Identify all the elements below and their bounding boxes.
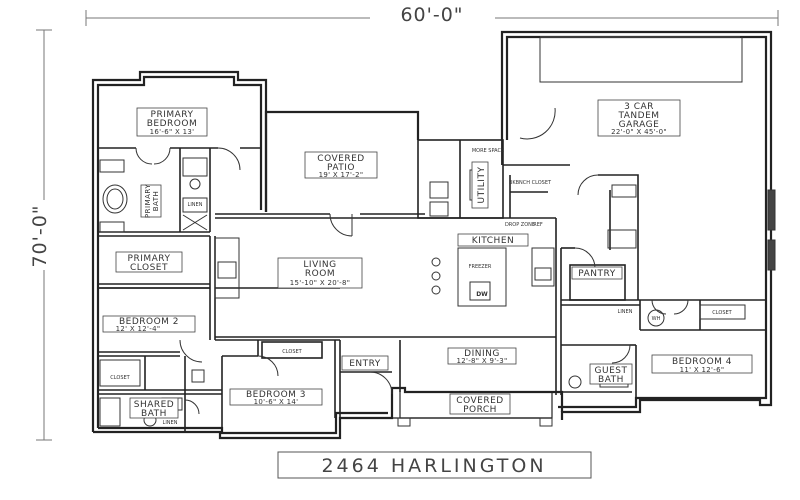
shared-bath-name-2: BATH bbox=[141, 409, 167, 419]
exterior-walls bbox=[91, 30, 773, 440]
garage-size: 22'-0" X 45'-0" bbox=[611, 128, 667, 136]
bedroom-3: BEDROOM 3 10'-6" X 14' bbox=[229, 388, 323, 406]
bedroom-4-size: 11' X 12'-6" bbox=[680, 366, 725, 374]
covered-patio: COVERED PATIO 19' X 17'-2" bbox=[304, 151, 378, 179]
more-space-label: MORE SPACE bbox=[472, 148, 504, 154]
garage-details bbox=[501, 37, 776, 271]
living-room-name: LIVING bbox=[303, 260, 336, 270]
shared-bath-name: SHARED bbox=[134, 400, 175, 410]
living-room: LIVING ROOM 15'-10" X 20'-8" bbox=[277, 257, 363, 289]
fixtures bbox=[99, 157, 746, 427]
shared-linen-label: LINEN bbox=[163, 420, 178, 426]
dining: DINING 12'-8" X 9'-3" bbox=[447, 347, 517, 365]
covered-patio-name-2: PATIO bbox=[327, 163, 355, 173]
living-room-size: 15'-10" X 20'-8" bbox=[290, 279, 351, 287]
ref-label: REF bbox=[533, 222, 543, 228]
primary-bedroom-name-2: BEDROOM bbox=[147, 119, 197, 129]
doors bbox=[135, 107, 689, 415]
utility-name: UTILITY bbox=[477, 167, 487, 204]
width-dimension: 60'-0" bbox=[85, 4, 779, 26]
garage-name-2: TANDEM bbox=[617, 111, 659, 121]
shared-bath: SHARED BATH bbox=[129, 397, 179, 419]
dining-name: DINING bbox=[464, 349, 500, 359]
kitchen-name: KITCHEN bbox=[472, 236, 515, 246]
covered-patio-size: 19' X 17'-2" bbox=[319, 171, 364, 179]
primary-closet-name: PRIMARY bbox=[128, 254, 171, 264]
covered-porch-name-2: PORCH bbox=[463, 405, 497, 415]
garage-name-3: GARAGE bbox=[619, 120, 660, 130]
drop-zone-label: DROP ZONE bbox=[505, 222, 535, 228]
plan-title-text: 2464 HARLINGTON bbox=[321, 455, 546, 477]
garage: 3 CAR TANDEM GARAGE 22'-0" X 45'-0" bbox=[597, 99, 681, 137]
pantry: PANTRY bbox=[571, 266, 623, 280]
interior-walls bbox=[98, 139, 766, 432]
entry: ENTRY bbox=[341, 355, 389, 371]
primary-bath: PRIMARY BATH bbox=[140, 184, 162, 218]
width-dimension-label: 60'-0" bbox=[400, 4, 463, 26]
plan-title: 2464 HARLINGTON bbox=[277, 451, 592, 479]
guest-bath-name-2: BATH bbox=[598, 375, 624, 385]
bedroom-2-size: 12' X 12'-4" bbox=[116, 325, 161, 333]
bedroom3-closet-label: CLOSET bbox=[282, 349, 302, 355]
covered-patio-name: COVERED bbox=[317, 154, 364, 164]
bkbench-closet-label: BKBNCH CLOSET bbox=[509, 180, 552, 186]
bedroom-3-size: 10'-6" X 14' bbox=[254, 398, 299, 406]
dishwasher-label: DW bbox=[476, 291, 488, 298]
primary-closet-name-2: CLOSET bbox=[130, 263, 168, 273]
water-heater-label: WH bbox=[652, 316, 661, 322]
garage-name: 3 CAR bbox=[624, 102, 654, 112]
bedroom4-closet-label: CLOSET bbox=[712, 310, 732, 316]
pantry-name: PANTRY bbox=[578, 269, 615, 279]
bedroom-2: BEDROOM 2 12' X 12'-4" bbox=[102, 315, 196, 333]
primary-bedroom-size: 16'-6" X 13' bbox=[150, 128, 195, 136]
covered-porch: COVERED PORCH bbox=[449, 393, 511, 415]
dining-size: 12'-8" X 9'-3" bbox=[456, 357, 507, 365]
covered-porch-name: COVERED bbox=[456, 396, 503, 406]
guest-bath-name: GUEST bbox=[595, 366, 628, 376]
bedroom-4-name: BEDROOM 4 bbox=[672, 357, 732, 367]
utility: UTILITY bbox=[471, 161, 489, 209]
bedroom-4: BEDROOM 4 11' X 12'-6" bbox=[651, 354, 753, 374]
freezer-label: FREEZER bbox=[469, 264, 492, 270]
entry-name: ENTRY bbox=[349, 359, 381, 369]
depth-dimension: 70'-0" bbox=[26, 29, 52, 441]
bedroom2-closet-label: CLOSET bbox=[110, 375, 130, 381]
bedroom-2-name: BEDROOM 2 bbox=[119, 317, 179, 327]
living-room-name-2: ROOM bbox=[305, 269, 335, 279]
primary-bedroom-name: PRIMARY bbox=[151, 110, 194, 120]
primary-bedroom: PRIMARY BEDROOM 16'-6" X 13' bbox=[136, 107, 208, 137]
primary-bath-name-2: BATH bbox=[152, 191, 160, 212]
primary-bath-name: PRIMARY bbox=[144, 184, 152, 218]
bedroom-3-name: BEDROOM 3 bbox=[246, 390, 306, 400]
primary-linen-label: LINEN bbox=[188, 202, 203, 208]
primary-closet: PRIMARY CLOSET bbox=[115, 251, 183, 273]
bedroom4-linen-label: LINEN bbox=[618, 309, 633, 315]
guest-bath: GUEST BATH bbox=[589, 363, 633, 385]
kitchen: KITCHEN bbox=[457, 233, 529, 247]
depth-dimension-label: 70'-0" bbox=[29, 204, 51, 267]
